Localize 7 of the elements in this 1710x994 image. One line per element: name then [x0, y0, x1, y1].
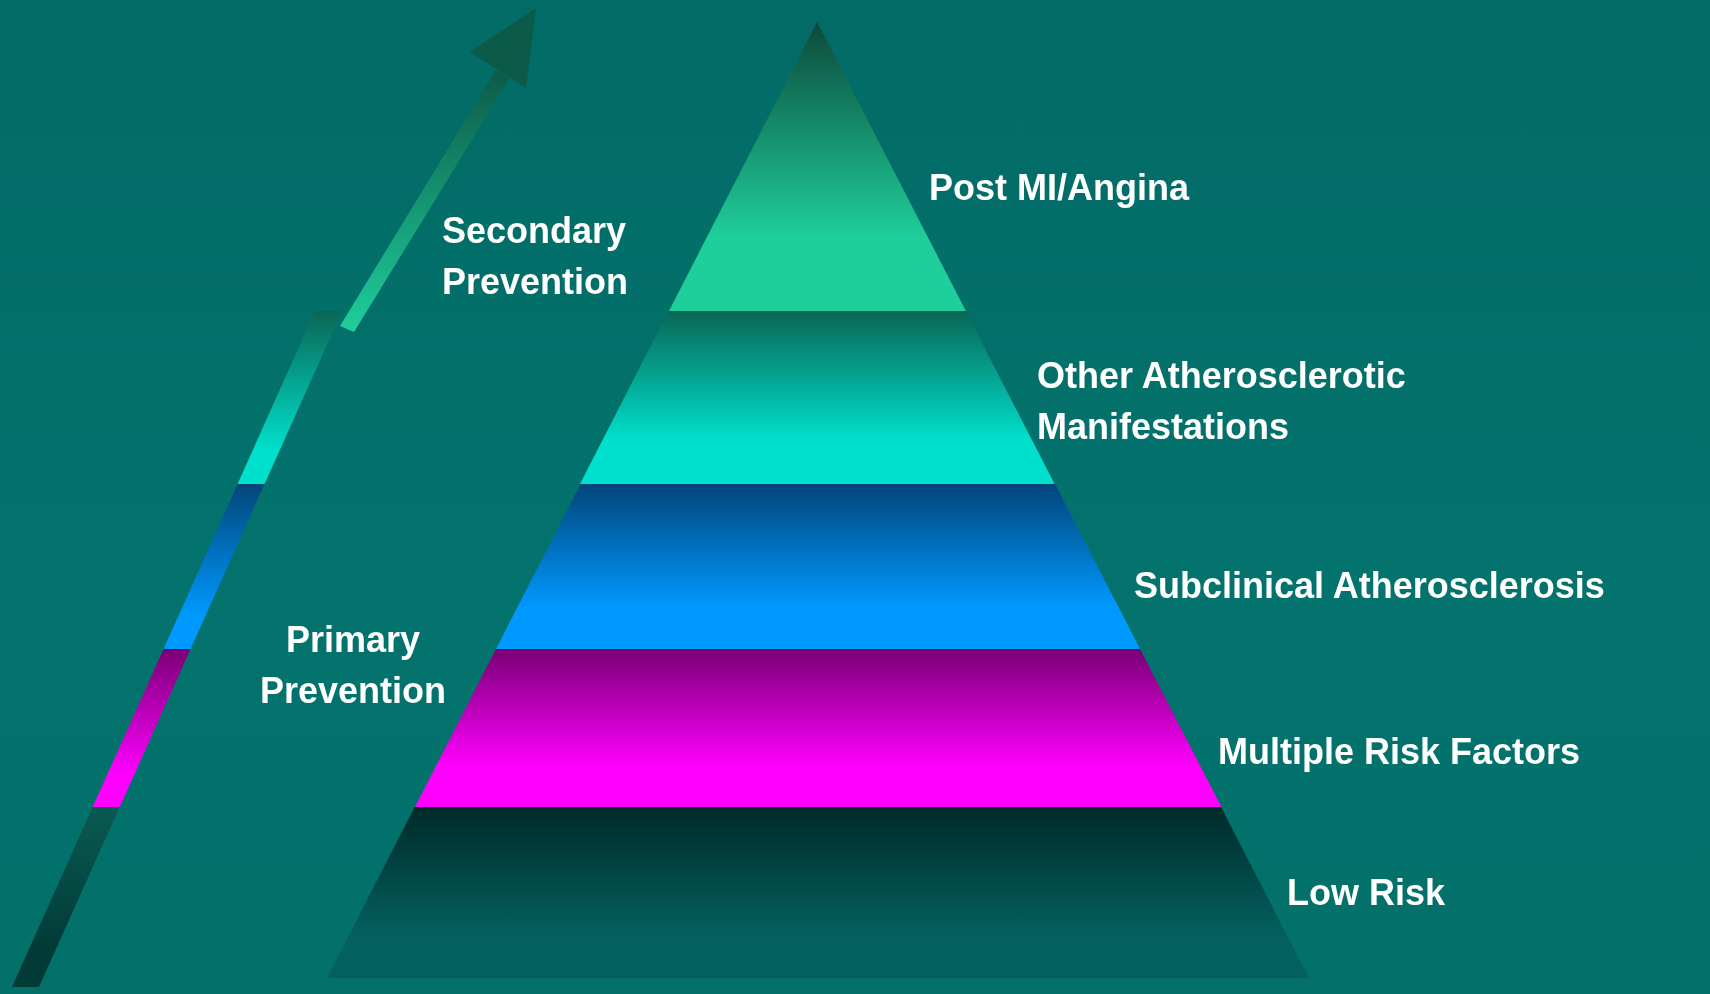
band-label: Low Risk [1287, 871, 1446, 915]
band-label: Other Atherosclerotic Manifestations [1037, 354, 1407, 449]
band-label: Post MI/Angina [929, 166, 1189, 210]
band-label: Multiple Risk Factors [1218, 730, 1581, 774]
prevention-label: Primary Prevention [258, 618, 447, 713]
band-label: Subclinical Atherosclerosis [1134, 564, 1605, 608]
prevention-label: Secondary Prevention [442, 209, 630, 304]
